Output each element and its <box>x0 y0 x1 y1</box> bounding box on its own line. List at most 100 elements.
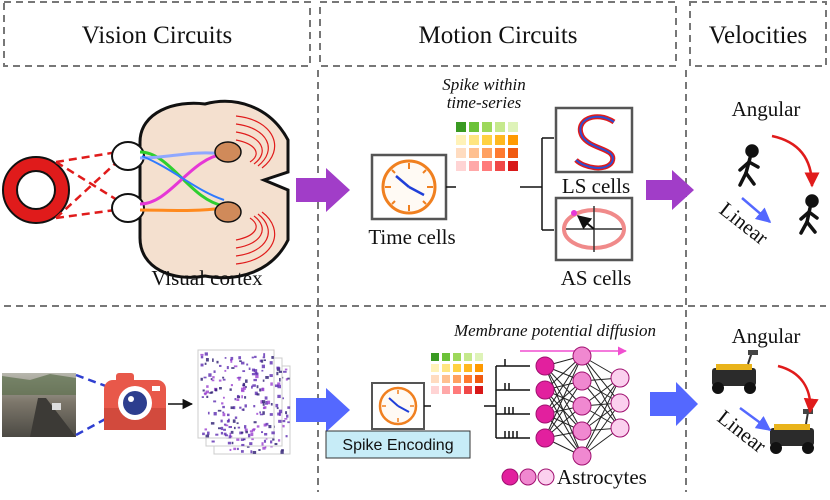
spike-cell <box>469 135 479 145</box>
spike-cell <box>442 375 450 383</box>
astrocyte-node <box>572 396 592 416</box>
spike-encoding-label: Spike Encoding <box>342 437 453 454</box>
as-cells-plot-icon <box>554 196 634 262</box>
linear-label-bottom: Linear <box>713 405 771 458</box>
angular-label-top: Angular <box>732 97 801 121</box>
time-cells-label: Time cells <box>368 225 455 249</box>
spike-grid-bottom <box>431 353 483 394</box>
robot-icon-end <box>770 409 814 454</box>
astrocyte-node <box>610 418 630 438</box>
astrocyte-node <box>572 346 592 366</box>
astrocyte-node <box>535 380 555 400</box>
spike-cell <box>475 353 483 361</box>
spike-cell <box>469 148 479 158</box>
spike-cell <box>469 122 479 132</box>
header-velocities: Velocities <box>709 22 808 49</box>
spike-cell <box>475 375 483 383</box>
spike-cell <box>495 161 505 171</box>
spike-cell <box>482 161 492 171</box>
spike-train-inputs <box>496 359 530 439</box>
robot-icon-start <box>712 350 758 394</box>
header-motion-circuits: Motion Circuits <box>418 22 577 49</box>
road-photo-thumbnail <box>2 373 76 437</box>
astrocyte-node <box>535 404 555 424</box>
spike-cell <box>453 364 461 372</box>
spike-cell <box>475 386 483 394</box>
visual-cortex-label: Visual cortex <box>151 266 263 290</box>
spike-cell <box>453 375 461 383</box>
spike-cell <box>508 148 518 158</box>
spike-cell <box>508 161 518 171</box>
astrocyte-node <box>610 393 630 413</box>
spike-cell <box>508 122 518 132</box>
camera-icon <box>104 373 166 430</box>
event-frame-stack <box>197 349 291 455</box>
linear-arrow-top <box>741 197 772 223</box>
spike-cell <box>464 386 472 394</box>
spike-cell <box>475 364 483 372</box>
blue-arrow-motion-to-velocity <box>650 382 698 426</box>
spike-cell <box>442 364 450 372</box>
spike-cell <box>482 148 492 158</box>
astrocyte-network <box>535 346 630 466</box>
angular-arrow-top <box>771 134 820 188</box>
purple-arrow-vision-to-motion <box>296 168 350 212</box>
astrocytes-label: Astrocytes <box>557 465 647 489</box>
astrocyte-node <box>572 446 592 466</box>
brain-illustration <box>111 99 290 280</box>
walking-person-icon-start <box>738 144 760 187</box>
spike-cell <box>442 353 450 361</box>
spike-cell <box>464 375 472 383</box>
spike-cell <box>431 386 439 394</box>
spike-cell <box>495 135 505 145</box>
spike-cell <box>431 375 439 383</box>
spike-cell <box>456 161 466 171</box>
event-frame <box>197 349 275 439</box>
astrocyte-node <box>610 368 630 388</box>
astrocyte-node <box>535 356 555 376</box>
astrocytes-legend: Astrocytes <box>501 465 647 489</box>
spike-cell <box>456 148 466 158</box>
angular-arrow-bottom <box>777 364 819 414</box>
linear-label-top: Linear <box>715 197 773 250</box>
spike-cell <box>508 135 518 145</box>
spike-within-label-line2: time-series <box>447 93 522 112</box>
spike-cell <box>495 122 505 132</box>
astrocyte-node <box>572 421 592 441</box>
spike-cell <box>431 364 439 372</box>
spike-cell <box>464 353 472 361</box>
spike-cell <box>482 135 492 145</box>
membrane-diffusion-label: Membrane potential diffusion <box>453 321 656 340</box>
astrocyte-node <box>535 428 555 448</box>
encoder-clock-icon <box>371 382 425 430</box>
angular-label-bottom: Angular <box>732 324 801 348</box>
spike-cell <box>495 148 505 158</box>
astrocyte-node <box>572 371 592 391</box>
spike-cell <box>456 122 466 132</box>
spike-cell <box>453 386 461 394</box>
spike-cell <box>431 353 439 361</box>
header-vision-circuits: Vision Circuits <box>82 22 233 49</box>
time-to-grid-connector <box>446 137 554 231</box>
walking-person-icon-end <box>799 194 819 235</box>
spike-cell <box>469 161 479 171</box>
spike-grid-top <box>456 122 518 171</box>
section-headers: Vision Circuits Motion Circuits Velociti… <box>3 1 827 67</box>
purple-arrow-motion-to-velocity <box>646 170 694 210</box>
spike-cell <box>453 353 461 361</box>
as-cells-label: AS cells <box>561 266 632 290</box>
linear-arrow-bottom <box>739 406 772 432</box>
spike-cell <box>464 364 472 372</box>
spike-within-label-line1: Spike within <box>442 75 526 94</box>
ls-cells-label: LS cells <box>562 174 630 198</box>
spike-encoding-badge: Spike Encoding <box>325 430 471 459</box>
ls-cells-plot-icon <box>554 106 634 174</box>
blue-arrow-vision-to-motion <box>296 388 350 432</box>
time-cells-clock-icon <box>370 153 448 221</box>
ring-stimulus-icon <box>2 156 70 224</box>
spike-cell <box>482 122 492 132</box>
encoder-to-network-connector <box>424 366 497 438</box>
spike-cell <box>442 386 450 394</box>
